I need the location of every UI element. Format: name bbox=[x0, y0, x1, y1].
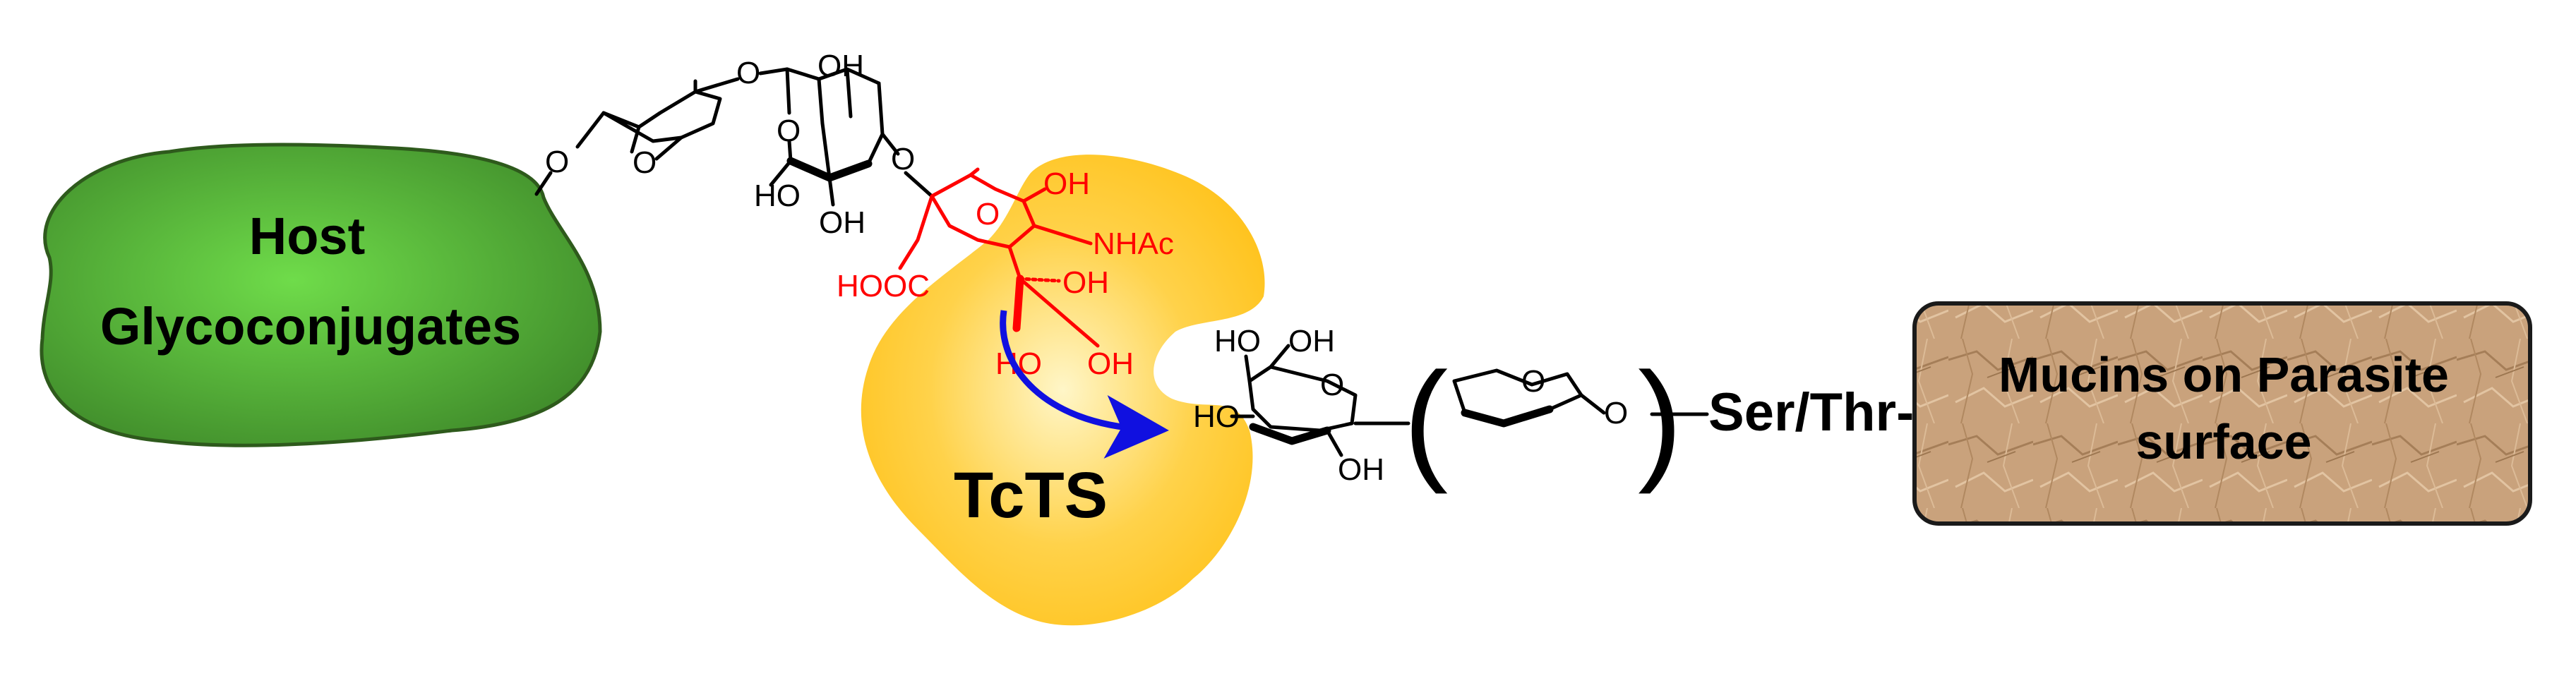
gal-oh-top: OH bbox=[817, 49, 864, 83]
gal-ring-o: O bbox=[777, 114, 801, 148]
sia-ring-top bbox=[969, 167, 980, 177]
gal-oh-bond bbox=[827, 176, 835, 207]
repeat-unit: ( O O ) bbox=[1403, 345, 1709, 495]
bridge-o-2: O bbox=[891, 142, 915, 176]
enzyme-blob bbox=[861, 155, 1265, 626]
acc-ring-o: O bbox=[1320, 368, 1344, 402]
acc-ring-bold bbox=[1249, 423, 1331, 445]
ring1-chair bbox=[601, 90, 722, 143]
tcts-enzyme: TcTS bbox=[861, 155, 1265, 626]
paren-close: ) bbox=[1638, 345, 1682, 495]
sia-hashed bbox=[1018, 277, 1061, 283]
sia-nhac: NHAc bbox=[1093, 227, 1174, 261]
sia-chain-2 bbox=[1018, 277, 1075, 327]
host-label-line2: Glycoconjugates bbox=[100, 297, 521, 356]
repeat-ring-o: O bbox=[1521, 364, 1545, 399]
sia-wedge bbox=[1012, 274, 1024, 332]
sia-oh-end: OH bbox=[1087, 346, 1134, 381]
mucin-label-line2: surface bbox=[2135, 414, 2311, 469]
sia-oh-mid: OH bbox=[1062, 265, 1109, 300]
bridge-o-1: O bbox=[736, 56, 760, 90]
mucin-label-line1: Mucins on Parasite bbox=[1999, 347, 2449, 402]
sia-chain-1 bbox=[1007, 245, 1022, 281]
host-label-line1: Host bbox=[249, 207, 365, 265]
sia-nhac-bond bbox=[1032, 224, 1093, 246]
host-sugar-chain: O O O O OH HO OH O bbox=[534, 49, 934, 240]
acc-oh-top: OH bbox=[1288, 324, 1335, 358]
acc-oh-bond bbox=[1325, 428, 1343, 457]
sia-chain-3 bbox=[1071, 322, 1100, 348]
acceptor-galactose: HO OH O HO OH bbox=[1193, 324, 1410, 487]
bond-bridge-o bbox=[758, 67, 789, 76]
sia-cooh-bond bbox=[898, 194, 934, 270]
mucin-surface: Mucins on Parasite surface bbox=[1912, 301, 2532, 526]
sia-oh-bond bbox=[1022, 187, 1047, 203]
enzyme-label: TcTS bbox=[954, 459, 1108, 531]
bond-ring1-up bbox=[693, 77, 740, 94]
gal-ch2 bbox=[769, 159, 793, 187]
transfer-arrow bbox=[1000, 310, 1169, 459]
mucin-box bbox=[1912, 301, 2532, 526]
bond-gal-o2 bbox=[880, 132, 900, 156]
host-blob bbox=[40, 143, 602, 447]
gal-oh-bottom: OH bbox=[819, 205, 865, 240]
paren-open: ( bbox=[1403, 345, 1448, 495]
repeat-ring-bold bbox=[1461, 405, 1554, 428]
acc-ring bbox=[1247, 365, 1358, 433]
bond-o-sia bbox=[904, 171, 934, 198]
ring1-o: O bbox=[633, 145, 657, 180]
sia-cooh: HOOC bbox=[837, 269, 930, 303]
ser-thr-linker: Ser/Thr- bbox=[1708, 382, 1914, 442]
acc-ch2 bbox=[1244, 344, 1290, 383]
host-glycosidic-o: O bbox=[545, 145, 569, 179]
sialic-acid: O HOOC OH NHAc OH HO OH bbox=[837, 167, 1174, 381]
sia-oh-top: OH bbox=[1043, 167, 1090, 201]
ring1-o-bond bbox=[654, 135, 683, 161]
host-glycoconjugates: Host Glycoconjugates bbox=[40, 143, 602, 447]
repeat-glycosidic-o: O bbox=[1604, 396, 1628, 430]
gal-ring-top bbox=[785, 67, 881, 85]
acc-ho-top: HO bbox=[1214, 324, 1261, 358]
sia-ring-o: O bbox=[976, 197, 1000, 231]
bond-host-link bbox=[534, 171, 553, 196]
bond-o-ring1 bbox=[575, 111, 606, 149]
gal-ho-left: HO bbox=[754, 179, 801, 213]
repeat-bond-o bbox=[1579, 393, 1606, 415]
acc-oh-bottom: OH bbox=[1338, 452, 1384, 487]
